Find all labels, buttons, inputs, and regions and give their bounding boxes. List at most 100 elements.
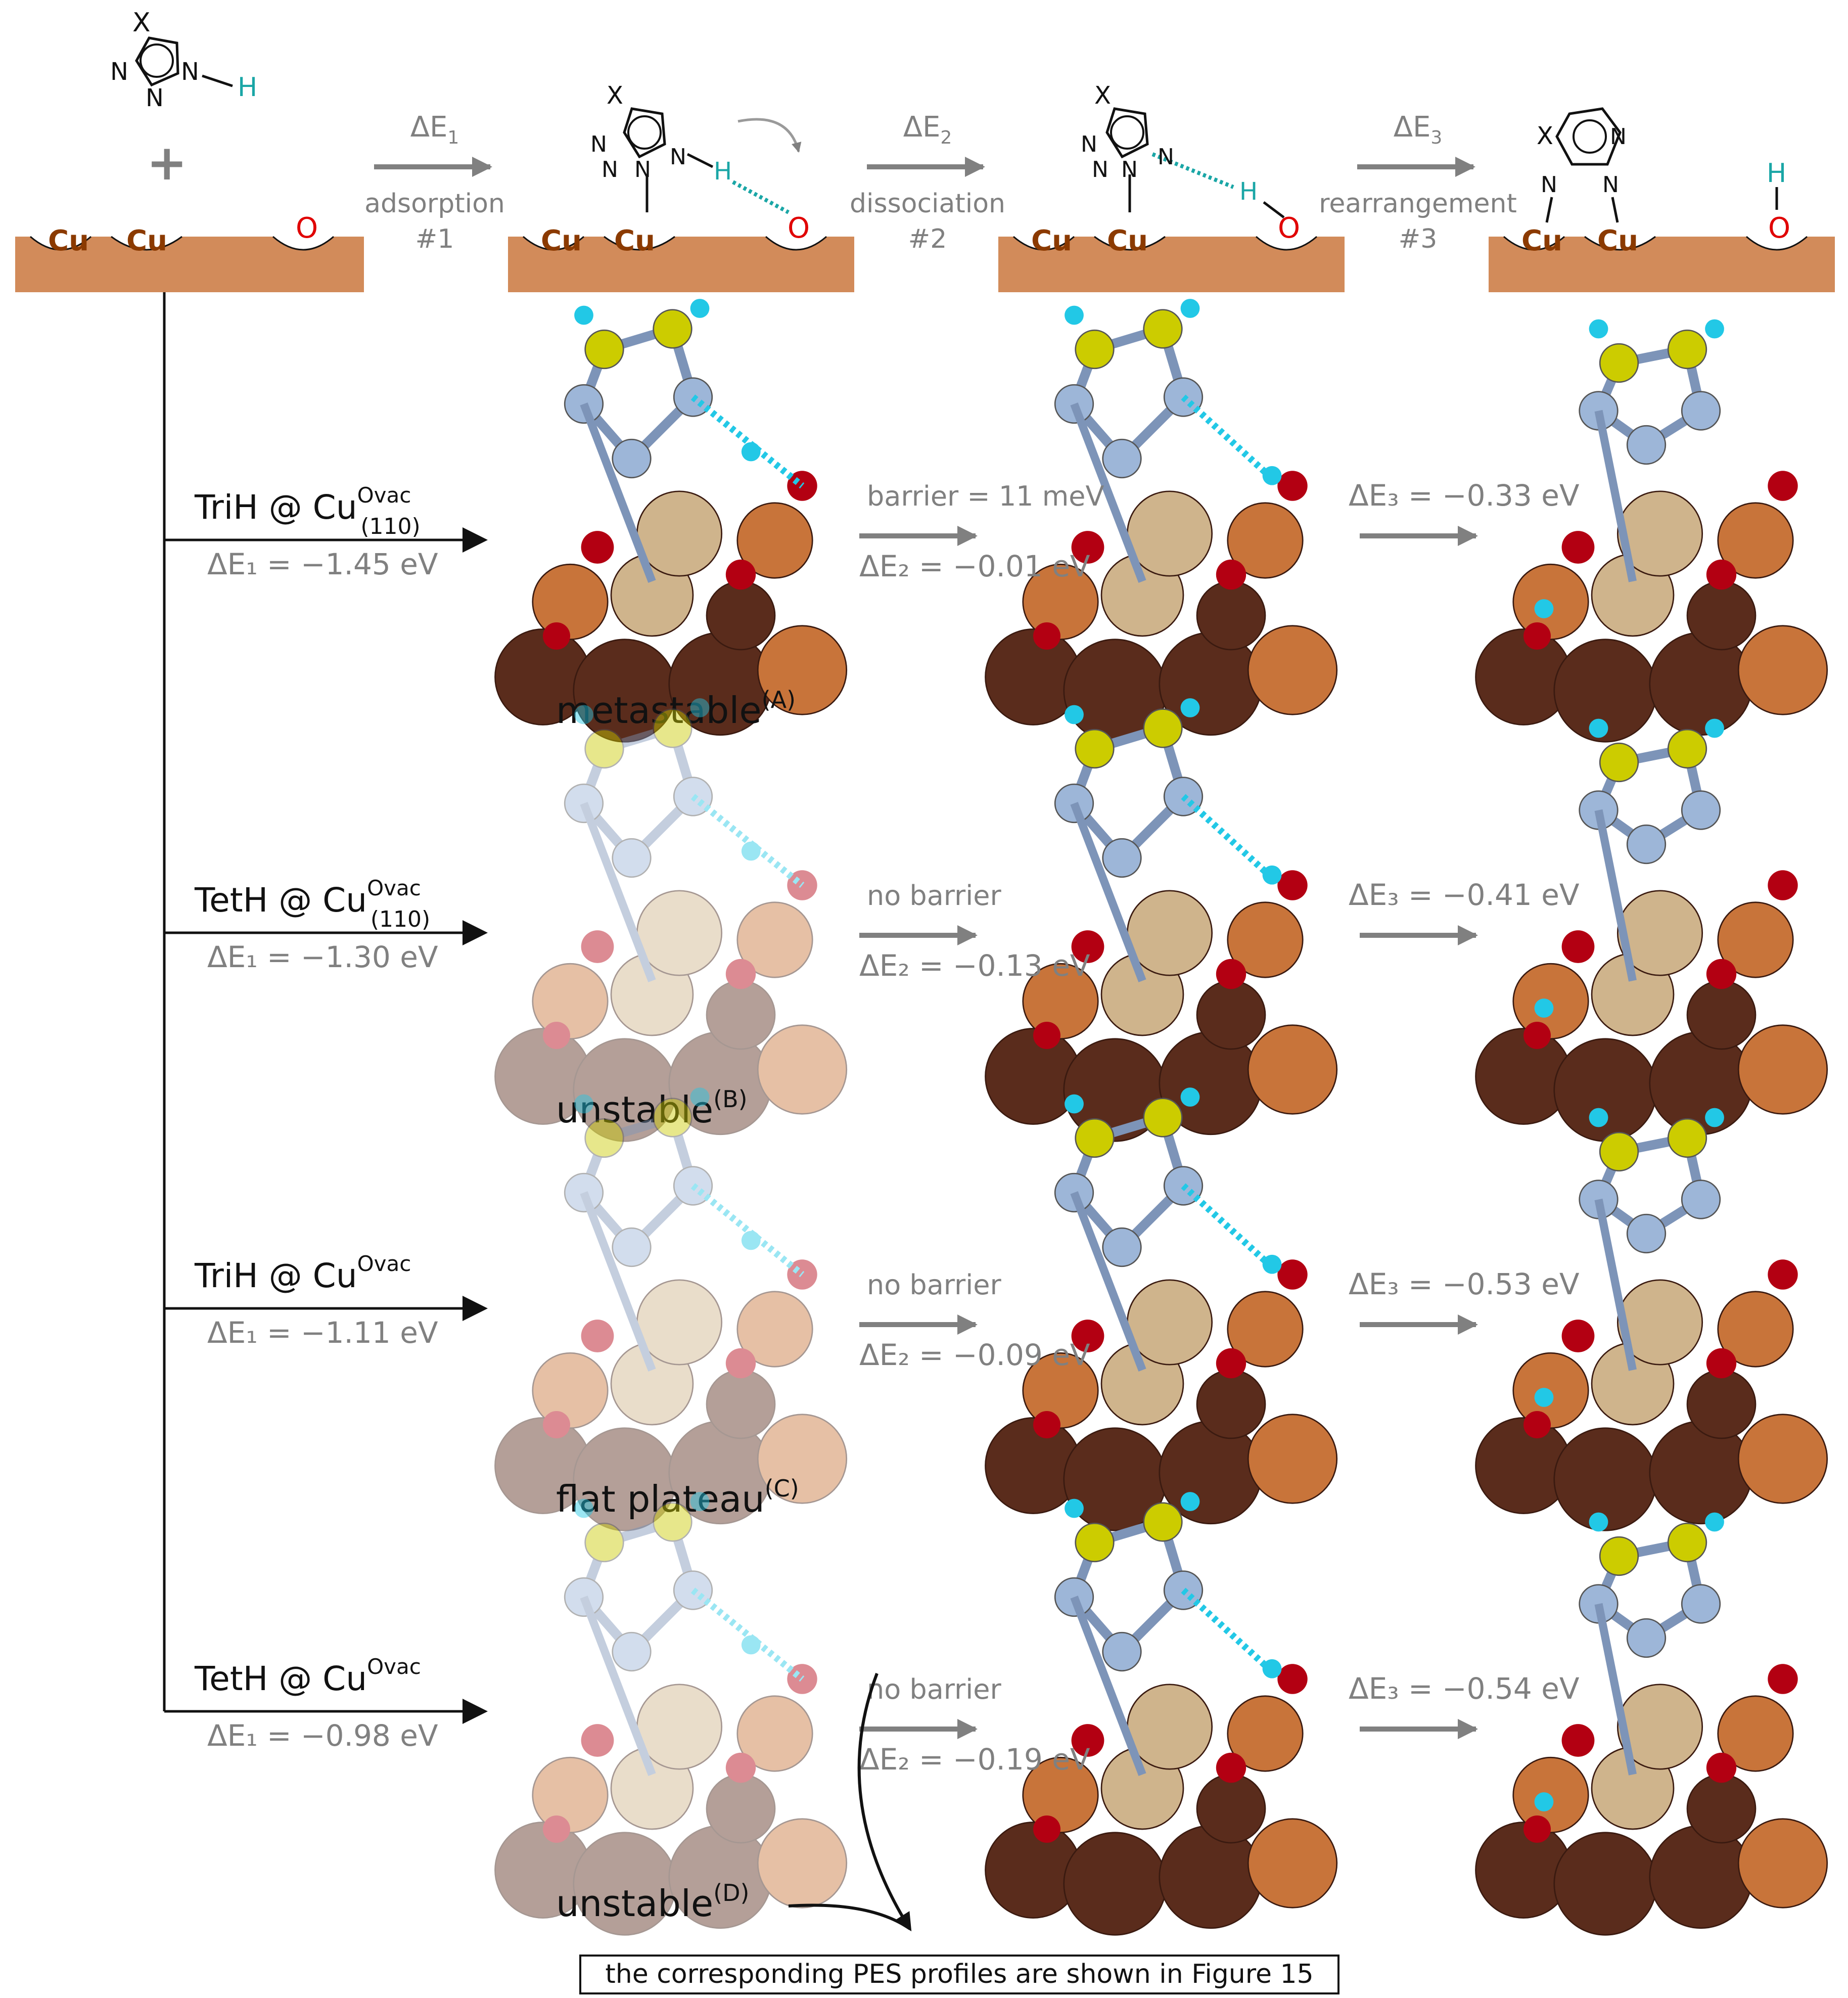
- oxygen-atom: [1033, 1022, 1060, 1049]
- delta-e2-label: ΔE₂ = −0.01 eV: [859, 549, 1090, 583]
- state-label: metastable(A): [556, 686, 796, 732]
- surface-atom: [736, 502, 813, 579]
- hydrogen-atom: [1180, 1087, 1200, 1107]
- surface-cu-label: Cu: [1107, 224, 1148, 257]
- delta-e1-label: ΔE₁ = −1.11 eV: [207, 1315, 438, 1350]
- hydrogen-atom: [1589, 319, 1608, 339]
- hydrogen-atom: [690, 698, 710, 717]
- surface-cu-label: Cu: [126, 224, 167, 257]
- hydrogen-atom: [1262, 1659, 1282, 1678]
- oxygen-atom: [1216, 559, 1246, 590]
- oxygen-atom: [581, 531, 614, 564]
- surface-atom: [1737, 1414, 1828, 1504]
- oxygen-atom: [1706, 559, 1737, 590]
- hydrogen-atom: [1589, 718, 1608, 738]
- surface-atom: [494, 1822, 591, 1919]
- carbon-atom: [1075, 729, 1115, 769]
- oxygen-atom: [1071, 1724, 1104, 1757]
- surface-atom: [1247, 1414, 1338, 1504]
- hydrogen-atom: [1589, 1512, 1608, 1532]
- surface-bond: [1070, 402, 1146, 583]
- surface-atom: [573, 1427, 677, 1531]
- surface-atom: [757, 1414, 848, 1504]
- system-label: TetH @ CuOvac: [194, 1654, 421, 1698]
- nitrogen-atom: [612, 1631, 652, 1672]
- ring-bonds: [578, 722, 699, 865]
- surface-atom: [706, 580, 776, 651]
- molecule-render: [985, 299, 1338, 743]
- surface-atom: [1126, 1684, 1213, 1770]
- system-superscript: Ovac: [357, 1251, 411, 1276]
- surface-atom: [1196, 1774, 1266, 1844]
- step-energy-label: ΔE2: [903, 111, 952, 148]
- system-superscript: Ovac: [357, 483, 411, 508]
- oxygen-atom: [1523, 1411, 1551, 1438]
- nitrogen-atom: [612, 838, 652, 878]
- nitrogen-atom: [1681, 391, 1721, 431]
- hydrogen-atom: [741, 1635, 761, 1655]
- surface-atom: [1649, 631, 1753, 736]
- surface-atom: [1022, 963, 1099, 1040]
- nitrogen-atom: [1681, 790, 1721, 830]
- surface-atom: [532, 1352, 609, 1429]
- carbon-atom: [584, 1522, 624, 1563]
- system-subscript: (110): [360, 514, 420, 539]
- system-superscript: Ovac: [367, 1654, 421, 1679]
- surface-atom: [610, 1342, 694, 1426]
- surface-atom: [1227, 901, 1304, 978]
- atom-label-h: H: [714, 157, 732, 186]
- curved-callout-arrows: [788, 1672, 912, 1932]
- footnote-text: the corresponding PES profiles are shown…: [605, 1959, 1313, 1989]
- atom-label-n: N: [1541, 172, 1557, 198]
- molecule-render: [1475, 1512, 1828, 1936]
- surface-atom: [1616, 1279, 1703, 1366]
- nitrogen-atom: [1102, 838, 1142, 878]
- oxygen-atom: [1277, 1259, 1308, 1290]
- hydrogen-atom: [1065, 1499, 1084, 1518]
- surface-atom: [1022, 1352, 1099, 1429]
- delta-e3-label: ΔE₃ = −0.54 eV: [1349, 1671, 1580, 1706]
- surface-o-label: O: [296, 212, 318, 245]
- surface-atom: [610, 1746, 694, 1830]
- molecule-render: [494, 1492, 848, 1936]
- molecule-render: [494, 299, 848, 743]
- hydrogen-bond: [690, 394, 805, 489]
- surface-cu-label: Cu: [1521, 224, 1562, 257]
- surface-atom: [1247, 625, 1338, 715]
- surface-atom: [757, 625, 848, 715]
- surface-atom: [1512, 1756, 1589, 1834]
- surface-atom: [1512, 963, 1589, 1040]
- surface-bond: [1594, 809, 1637, 982]
- atom-label-n: N: [590, 131, 607, 157]
- delta-e1-label: ΔE₁ = −0.98 eV: [207, 1718, 438, 1753]
- carbon-atom: [653, 708, 692, 748]
- surface-atom: [1553, 1427, 1657, 1531]
- surface-slab-1: Cu Cu O: [15, 212, 364, 292]
- surface-atom: [1512, 1352, 1589, 1429]
- hydrogen-atom: [1705, 1108, 1724, 1127]
- surface-cu-label: Cu: [541, 224, 582, 257]
- surface-atom: [1717, 1291, 1794, 1368]
- nitrogen-atom: [564, 1577, 604, 1617]
- carbon-atom: [1599, 742, 1639, 783]
- hydrogen-atom: [1705, 1512, 1724, 1532]
- carbon-atom: [1599, 343, 1639, 383]
- ring-bonds: [578, 1111, 699, 1254]
- oxygen-atom: [1561, 1320, 1595, 1352]
- surface-cu-label: Cu: [48, 224, 89, 257]
- oxygen-atom: [1706, 959, 1737, 989]
- oxygen-atom: [581, 1724, 614, 1757]
- surface-atom: [1717, 901, 1794, 978]
- step-energy-label: ΔE3: [1394, 111, 1443, 148]
- surface-atom: [757, 1818, 848, 1909]
- hydrogen-atom: [574, 1094, 593, 1114]
- oxygen-atom: [1523, 1815, 1551, 1843]
- atom-label-h: H: [1767, 158, 1786, 189]
- surface-atom: [636, 1684, 723, 1770]
- reactant-molecule: X N N N H: [110, 8, 257, 112]
- nitrogen-atom: [612, 1227, 652, 1267]
- surface-atom: [636, 890, 723, 976]
